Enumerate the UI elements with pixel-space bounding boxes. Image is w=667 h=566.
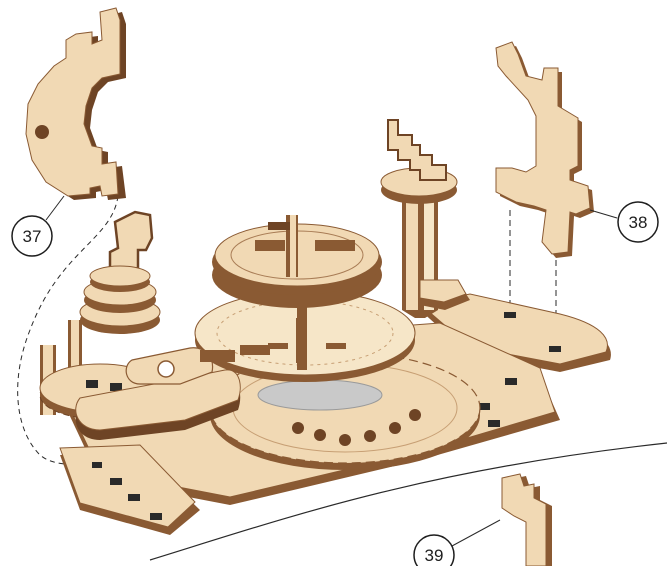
base-hole <box>549 346 561 352</box>
base-hole <box>504 312 516 318</box>
callout-label-39: 39 <box>425 546 444 565</box>
center-shaft <box>297 290 307 370</box>
part-38 <box>496 42 594 258</box>
metal-bearing <box>258 380 382 410</box>
callout-39: 39 <box>414 520 500 566</box>
right-tower <box>381 120 470 318</box>
callout-38: 38 <box>590 202 658 242</box>
callout-label-38: 38 <box>629 213 648 232</box>
part-37 <box>26 8 126 200</box>
callout-label-37: 37 <box>23 227 42 246</box>
part-39 <box>502 474 552 566</box>
callout-37: 37 <box>12 196 64 256</box>
